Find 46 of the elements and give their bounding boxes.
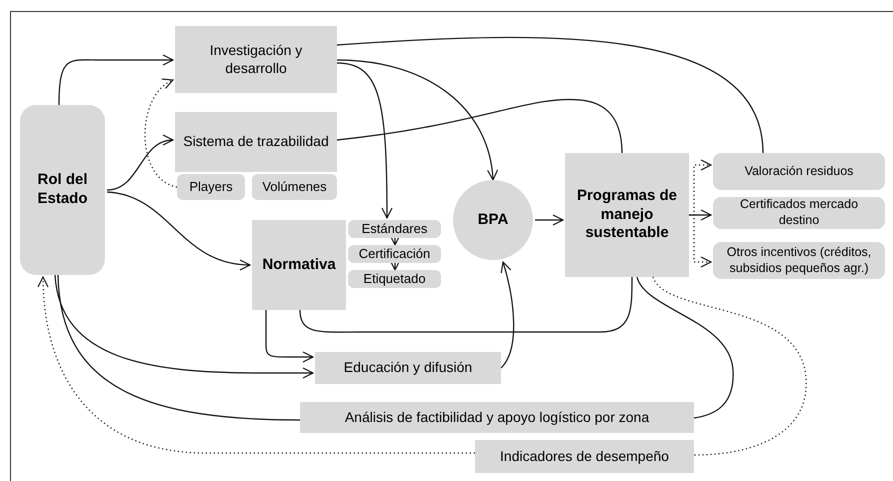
connector-arrow — [54, 274, 314, 379]
box-label: Players — [189, 178, 233, 196]
rounded-box — [713, 242, 885, 279]
box-label: Valoración residuos — [744, 164, 854, 180]
process-box — [252, 220, 346, 310]
tag-box — [177, 174, 245, 200]
box-label: Volúmenes — [262, 178, 327, 196]
box-label: Rol del Estado — [36, 171, 88, 209]
connector-arrow — [38, 276, 475, 454]
box-label: Certificados mercado destino — [738, 197, 860, 229]
box-label: Etiquetado — [363, 270, 426, 288]
box-label: Programas de manejo sustentable — [576, 186, 678, 244]
connector-arrow — [336, 59, 498, 181]
process-box — [175, 112, 337, 172]
tag-box — [348, 245, 441, 263]
box-label: Otros incentivos (créditos, subsidios pequeños agr.) — [726, 244, 872, 276]
box-label: Estándares — [362, 220, 428, 238]
box-label: Normativa — [262, 256, 336, 274]
process-box — [300, 402, 694, 433]
process-box — [175, 26, 337, 93]
connector-arrow — [535, 214, 564, 226]
connector-arrow — [106, 191, 251, 270]
connector-arrow — [265, 310, 314, 363]
connector-arrow — [336, 62, 392, 219]
box-label: Análisis de factibilidad y apoyo logístico por zona — [344, 408, 650, 426]
tag-box — [348, 220, 441, 238]
connector-arrow — [500, 261, 514, 368]
box-label: BPA — [478, 210, 508, 230]
process-box — [315, 352, 501, 384]
connector-arrow — [689, 209, 712, 221]
tag-box — [348, 270, 441, 288]
box-label: Educación y difusión — [344, 359, 472, 377]
box-label: Indicadores de desempeño — [500, 448, 669, 466]
box-label: Sistema de trazabilidad — [183, 133, 329, 151]
rounded-box — [20, 105, 105, 275]
connector-arrow — [58, 54, 174, 106]
box-label: Certificación — [358, 246, 430, 262]
rounded-box — [713, 153, 885, 190]
process-box — [475, 440, 694, 473]
connector-arrow — [689, 214, 712, 268]
box-label: Investigación y desarrollo — [208, 42, 304, 77]
connector-arrow — [106, 136, 174, 191]
rounded-box — [713, 197, 885, 229]
process-box — [565, 153, 689, 277]
connector-arrow — [144, 79, 178, 188]
tag-box — [252, 174, 337, 200]
